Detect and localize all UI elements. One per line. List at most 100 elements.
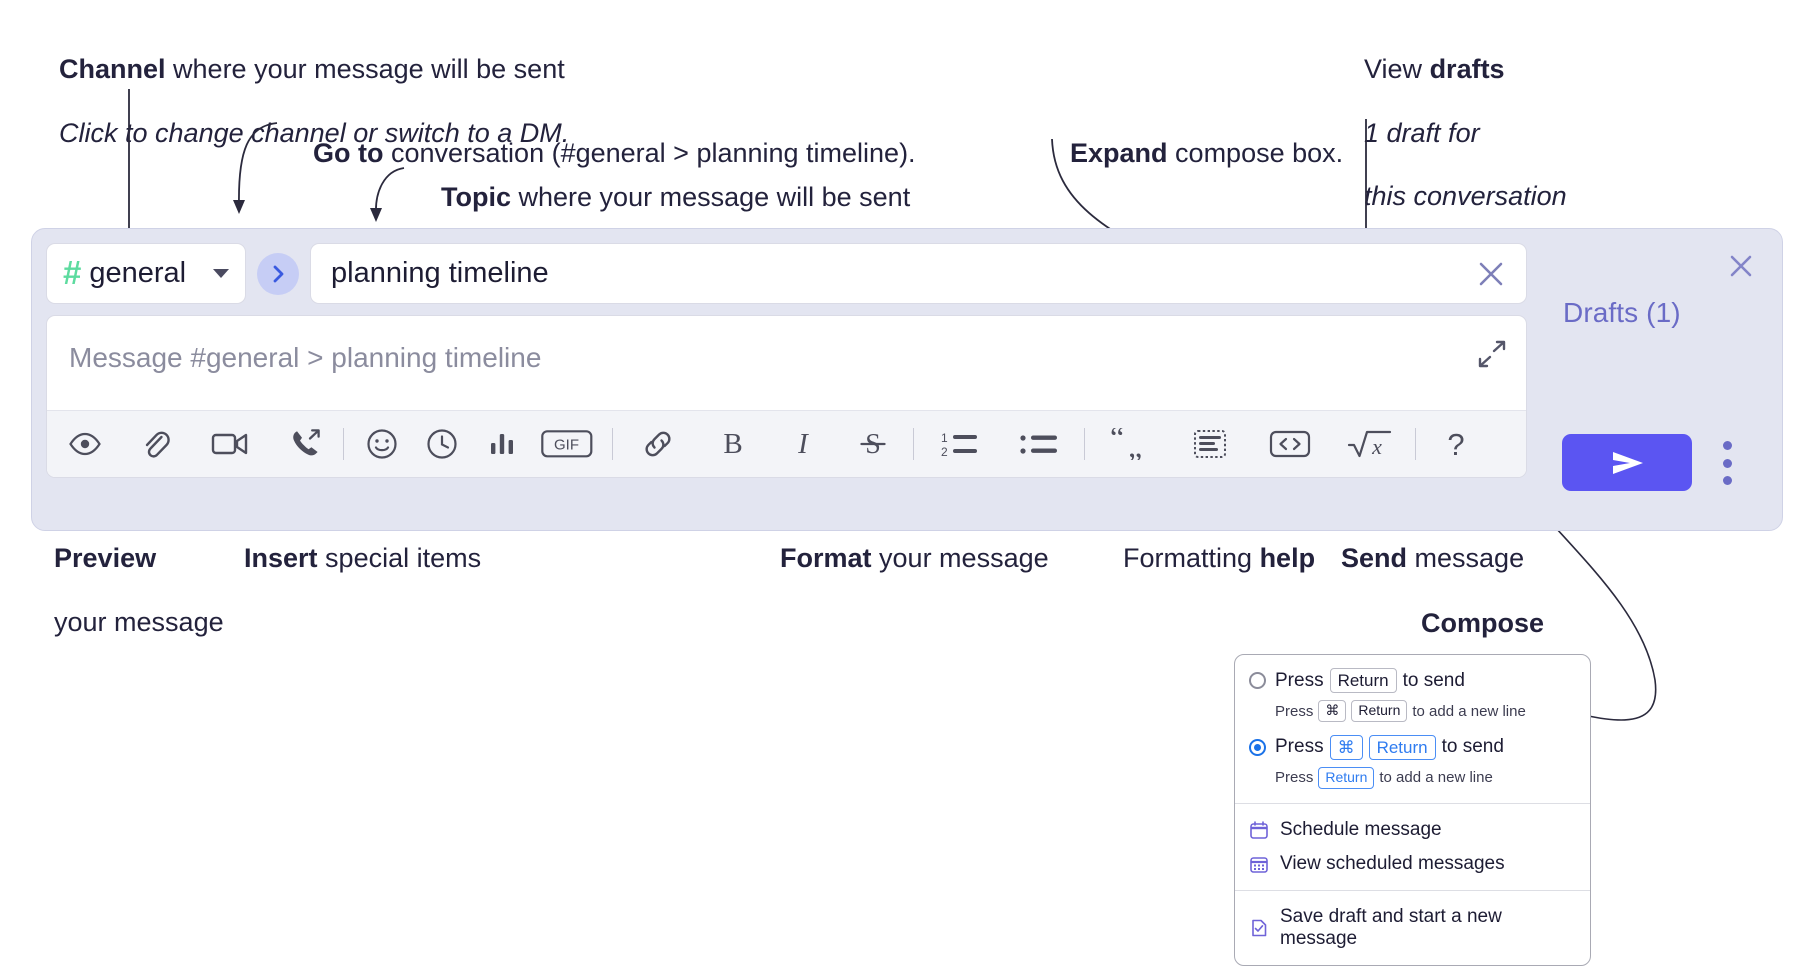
code-icon[interactable]	[1261, 420, 1319, 468]
close-icon[interactable]	[1723, 248, 1759, 284]
poll-icon[interactable]	[478, 420, 526, 468]
annotation-channel-rest: where your message will be sent	[165, 53, 565, 84]
calendar-icon	[1249, 820, 1269, 840]
blockquote-icon[interactable]: “ „	[1101, 420, 1159, 468]
toolbar-separator	[612, 428, 613, 460]
message-box: Message #general > planning timeline	[46, 315, 1527, 478]
compose-options-menu: Press Return to send Press ⌘ Return to a…	[1234, 654, 1591, 966]
radio-cmd-return[interactable]	[1249, 738, 1266, 756]
bold-icon[interactable]: B	[709, 420, 757, 468]
topic-input[interactable]: planning timeline	[310, 243, 1527, 304]
opt1-pre: Press	[1275, 669, 1324, 691]
channel-name: general	[89, 257, 187, 289]
annotation-expand-bold: Expand	[1070, 137, 1168, 168]
annotation-topic-bold: Topic	[441, 181, 512, 212]
italic-icon[interactable]: I	[779, 420, 827, 468]
opt1-sub-post: to add a new line	[1412, 702, 1526, 720]
latex-icon[interactable]: x	[1341, 420, 1399, 468]
help-icon[interactable]: ?	[1432, 420, 1480, 468]
ordered-one: 1	[941, 431, 948, 445]
menu-item-schedule-message[interactable]: Schedule message	[1235, 813, 1590, 847]
kebab-dot	[1722, 441, 1732, 450]
ordered-list-icon[interactable]: 1 2	[930, 420, 988, 468]
toolbar-separator	[343, 428, 344, 460]
radio-return[interactable]	[1249, 672, 1266, 690]
svg-text:x: x	[1371, 434, 1382, 459]
preview-icon[interactable]	[61, 420, 109, 468]
menu-item-label: Save draft and start a new message	[1280, 905, 1502, 949]
send-button[interactable]	[1562, 434, 1692, 491]
annotation-format-rest: your message	[871, 542, 1049, 573]
annotation-expand: Expand compose box.	[1040, 106, 1343, 202]
annotation-goto: Go to conversation (#general > planning …	[283, 106, 916, 202]
menu-item-save-draft[interactable]: Save draft and start a new message	[1235, 900, 1590, 956]
emoji-icon[interactable]	[358, 420, 406, 468]
toolbar-separator	[913, 428, 914, 460]
send-option-return[interactable]: Press Return to send Press ⌘ Return to a…	[1235, 668, 1590, 722]
annotation-send-rest: message	[1407, 542, 1525, 573]
opt2-sub-pre: Press	[1275, 769, 1314, 787]
annotation-channel-bold: Channel	[59, 53, 166, 84]
opt1-sub-key-cmd: ⌘	[1318, 700, 1347, 722]
annotation-goto-rest: conversation (#general > planning timeli…	[383, 137, 916, 168]
annotation-format-bold: Format	[780, 542, 872, 573]
ordered-two: 2	[941, 445, 948, 459]
clear-topic-icon[interactable]	[1474, 257, 1508, 291]
menu-divider	[1235, 802, 1590, 804]
opt1-key-return: Return	[1329, 668, 1397, 694]
compose-box: Drafts (1) # general	[31, 228, 1783, 531]
gif-label: GIF	[554, 437, 579, 454]
bulleted-list-icon[interactable]	[1010, 420, 1068, 468]
annotation-preview-bold: Preview	[54, 542, 157, 573]
annotation-drafts-bold: drafts	[1429, 53, 1505, 84]
annotation-format: Format your message	[750, 511, 1049, 607]
help-label: ?	[1447, 426, 1465, 462]
send-option-cmd-return[interactable]: Press ⌘ Return to send Press Return to a…	[1235, 734, 1590, 789]
expand-icon[interactable]	[1476, 338, 1508, 370]
svg-text:„: „	[1128, 428, 1142, 460]
annotation-insert-rest: special items	[317, 542, 482, 573]
code-block-icon[interactable]	[1181, 420, 1239, 468]
chevron-down-icon	[213, 269, 229, 278]
gif-icon[interactable]: GIF	[538, 420, 596, 468]
goto-conversation-button[interactable]	[257, 252, 299, 295]
message-placeholder: Message #general > planning timeline	[69, 342, 542, 373]
annotation-help-bold: help	[1259, 542, 1316, 573]
strikethrough-icon[interactable]: S	[849, 420, 897, 468]
annotation-preview-sub: your message	[54, 606, 224, 637]
hash-icon: #	[63, 253, 82, 291]
annotation-insert: Insert special items	[214, 511, 481, 607]
formatting-toolbar: GIF B	[47, 410, 1526, 477]
annotation-topic: Topic where your message will be sent	[411, 150, 910, 246]
svg-text:“: “	[1110, 428, 1124, 455]
compose-options-button[interactable]	[1722, 441, 1732, 485]
schedule-group: Schedule message View scheduled messages	[1235, 804, 1590, 890]
compose-inner: # general planning timeline	[46, 243, 1527, 478]
video-clip-icon[interactable]	[201, 420, 259, 468]
annotation-help: Formatting help	[1093, 511, 1315, 607]
annotation-send-bold: Send	[1341, 542, 1408, 573]
send-option-group: Press Return to send Press ⌘ Return to a…	[1235, 655, 1590, 803]
annotation-compose-options-b1: Compose	[1421, 607, 1545, 638]
channel-selector[interactable]: # general	[46, 243, 246, 304]
annotation-topic-rest: where your message will be sent	[511, 181, 911, 212]
opt1-post: to send	[1402, 669, 1465, 691]
annotation-drafts: View drafts 1 draft for this conversatio…	[1334, 22, 1567, 245]
chevron-right-icon	[273, 265, 284, 282]
message-input[interactable]: Message #general > planning timeline	[47, 316, 1526, 410]
menu-item-label: Schedule message	[1280, 818, 1442, 840]
annotation-preview: Preview your message	[24, 511, 224, 670]
link-icon[interactable]	[629, 420, 687, 468]
drafts-link[interactable]: Drafts (1)	[1563, 297, 1681, 328]
opt1-sub-pre: Press	[1275, 702, 1314, 720]
attachment-icon[interactable]	[131, 420, 179, 468]
compose-header-row: # general planning timeline	[46, 243, 1527, 304]
opt2-pre: Press	[1275, 736, 1324, 758]
menu-item-view-scheduled[interactable]: View scheduled messages	[1235, 847, 1590, 881]
clock-icon[interactable]	[418, 420, 466, 468]
kebab-dot	[1722, 476, 1732, 485]
annotated-diagram: Channel where your message will be sent …	[24, 22, 1783, 966]
opt2-sub-post: to add a new line	[1379, 769, 1493, 787]
send-icon	[1613, 451, 1643, 474]
audio-clip-icon[interactable]	[281, 420, 329, 468]
